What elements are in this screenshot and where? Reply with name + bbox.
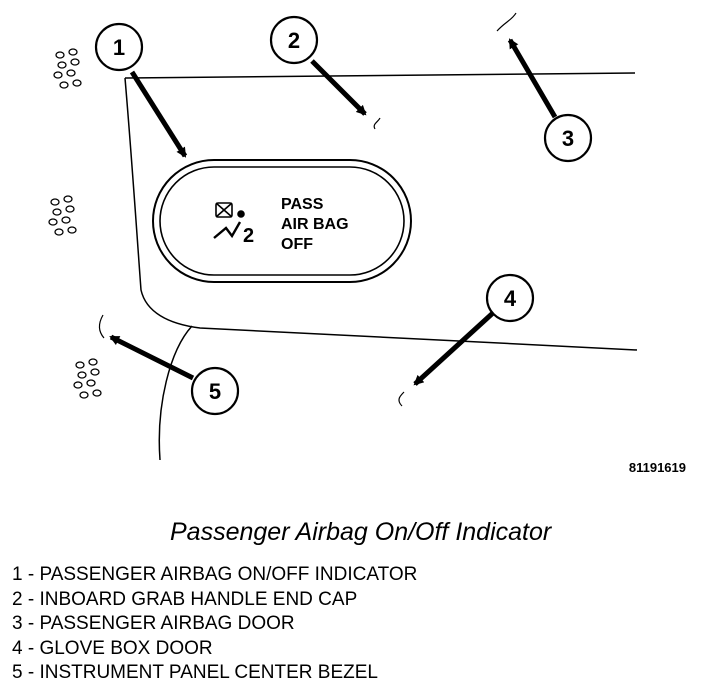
legend-item-5: 5 - INSTRUMENT PANEL CENTER BEZEL: [12, 662, 378, 683]
callout-5: 5: [190, 366, 240, 416]
airbag-door-mark: [496, 12, 517, 32]
callout-3: 3: [543, 113, 593, 163]
indicator-outer-bezel: [152, 159, 412, 283]
grab-handle-end-cap-mark: [373, 117, 381, 130]
vent-grille-lower: [73, 358, 102, 399]
callout-arrow-1: [129, 70, 188, 158]
callout-2: 2: [269, 15, 319, 65]
indicator-line-air-bag: AIR BAG: [281, 216, 349, 233]
figure-caption: Passenger Airbag On/Off Indicator: [170, 518, 552, 546]
callout-1-number: 1: [113, 35, 125, 60]
indicator-inner-bezel: [159, 166, 405, 276]
indicator-icon-digit: 2: [243, 225, 254, 247]
callout-2-number: 2: [288, 28, 300, 53]
legend-item-3: 3 - PASSENGER AIRBAG DOOR: [12, 613, 295, 634]
callout-arrow-5: [109, 334, 195, 381]
callout-4-number: 4: [504, 286, 517, 311]
panel-left-edge-line: [124, 77, 638, 351]
legend-item-4: 4 - GLOVE BOX DOOR: [12, 637, 213, 659]
legend: 1 - PASSENGER AIRBAG ON/OFF INDICATOR 2 …: [12, 563, 417, 686]
callout-3-number: 3: [562, 126, 574, 151]
airbag-off-icon: [213, 202, 245, 239]
callout-arrow-4: [413, 310, 496, 386]
glove-box-door-mark: [398, 391, 405, 407]
airbag-indicator-diagram: 2 PASS AIR BAG OFF 1 2 3 4: [48, 12, 686, 475]
callout-5-number: 5: [209, 379, 221, 404]
vent-grille-middle: [48, 195, 77, 236]
center-bezel-mark: [98, 314, 105, 339]
callout-arrow-3: [507, 38, 558, 119]
indicator-line-pass: PASS: [281, 196, 324, 213]
airbag-on-off-indicator: 2 PASS AIR BAG OFF: [152, 159, 412, 283]
callout-4: 4: [485, 273, 535, 323]
center-bezel-edge-line: [158, 325, 193, 461]
figure-id: 81191619: [629, 460, 686, 475]
vent-grille-upper: [53, 48, 82, 89]
indicator-line-off: OFF: [281, 236, 313, 253]
airbag-door-edge-line: [124, 72, 636, 79]
legend-item-1: 1 - PASSENGER AIRBAG ON/OFF INDICATOR: [12, 564, 418, 585]
callout-arrow-2: [310, 59, 367, 116]
legend-item-2: 2 - INBOARD GRAB HANDLE END CAP: [12, 588, 358, 610]
callout-1: 1: [94, 22, 144, 72]
